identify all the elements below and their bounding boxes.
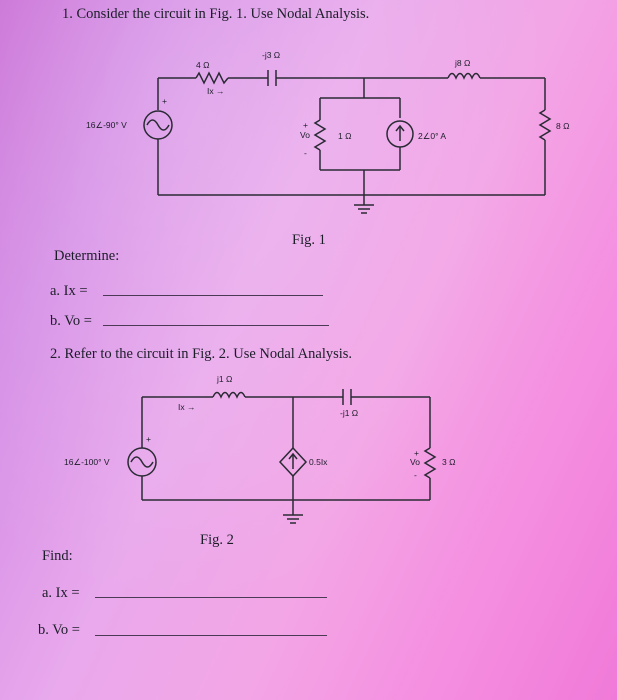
- fig1-resistor-1ohm-icon: [313, 119, 327, 151]
- fig2-label-vo: Vo: [410, 457, 420, 467]
- fig1-label-minus-vo: -: [304, 148, 307, 158]
- fig2-label-ind: j1 Ω: [217, 374, 233, 384]
- fig2-ground-icon: [283, 514, 303, 524]
- fig1-voltage-source-icon: [143, 78, 173, 195]
- fig1-caption: Fig. 1: [292, 232, 326, 248]
- q1-part-b: b. Vo =: [50, 313, 92, 329]
- fig1-label-ix: Ix →: [207, 86, 225, 96]
- fig1-label-plus: +: [162, 96, 167, 106]
- fig1-label-r8: 8 Ω: [556, 121, 570, 131]
- fig2-resistor-3ohm-icon: [423, 447, 437, 479]
- q2-heading: 2. Refer to the circuit in Fig. 2. Use N…: [50, 346, 353, 362]
- fig2-voltage-source-icon: [127, 397, 157, 500]
- fig1-label-plus-vo: +: [303, 120, 308, 130]
- fig1-label-r1: 1 Ω: [338, 131, 352, 141]
- fig2-label-minus-vo: -: [414, 470, 417, 480]
- fig2-inductor-icon: [212, 391, 246, 399]
- fig1-label-cap: -j3 Ω: [262, 50, 281, 60]
- fig1-label-r4: 4 Ω: [196, 60, 210, 70]
- fig2-caption: Fig. 2: [200, 532, 234, 548]
- q2-answer-line-b: [95, 635, 327, 636]
- q2-part-a: a. Ix =: [42, 585, 80, 601]
- q2-part-b: b. Vo =: [38, 622, 80, 638]
- fig1-inductor-icon: [447, 72, 481, 80]
- fig2-label-plus-vo: +: [414, 448, 419, 458]
- q1-part-a: a. Ix =: [50, 283, 88, 299]
- fig2-label-source: 16∠-100° V: [64, 457, 110, 467]
- fig1-label-vo: Vo: [300, 130, 310, 140]
- fig1-resistor-4ohm-icon: [195, 71, 229, 85]
- q2-answer-line-a: [95, 597, 327, 598]
- q2-find: Find:: [42, 548, 73, 564]
- fig2-label-ix: Ix →: [178, 402, 196, 412]
- fig2-label-plus: +: [146, 434, 151, 444]
- fig1-label-source: 16∠-90° V: [86, 120, 127, 130]
- fig2-label-dep: 0.5Ix: [309, 457, 328, 467]
- q1-answer-line-a: [103, 295, 323, 296]
- fig2-dependent-current-source-icon: [278, 446, 308, 478]
- fig1-ground-icon: [354, 204, 374, 214]
- fig2-capacitor-icon: [342, 389, 352, 405]
- fig1-resistor-8ohm-icon: [538, 109, 552, 141]
- fig1-label-ind: j8 Ω: [455, 58, 471, 68]
- fig1-label-isrc: 2∠0° A: [418, 131, 447, 141]
- q1-heading: 1. Consider the circuit in Fig. 1. Use N…: [62, 6, 370, 22]
- q1-answer-line-b: [103, 325, 329, 326]
- fig2-label-r3: 3 Ω: [442, 457, 456, 467]
- q1-determine: Determine:: [54, 248, 120, 264]
- fig2-label-cap: -j1 Ω: [340, 408, 359, 418]
